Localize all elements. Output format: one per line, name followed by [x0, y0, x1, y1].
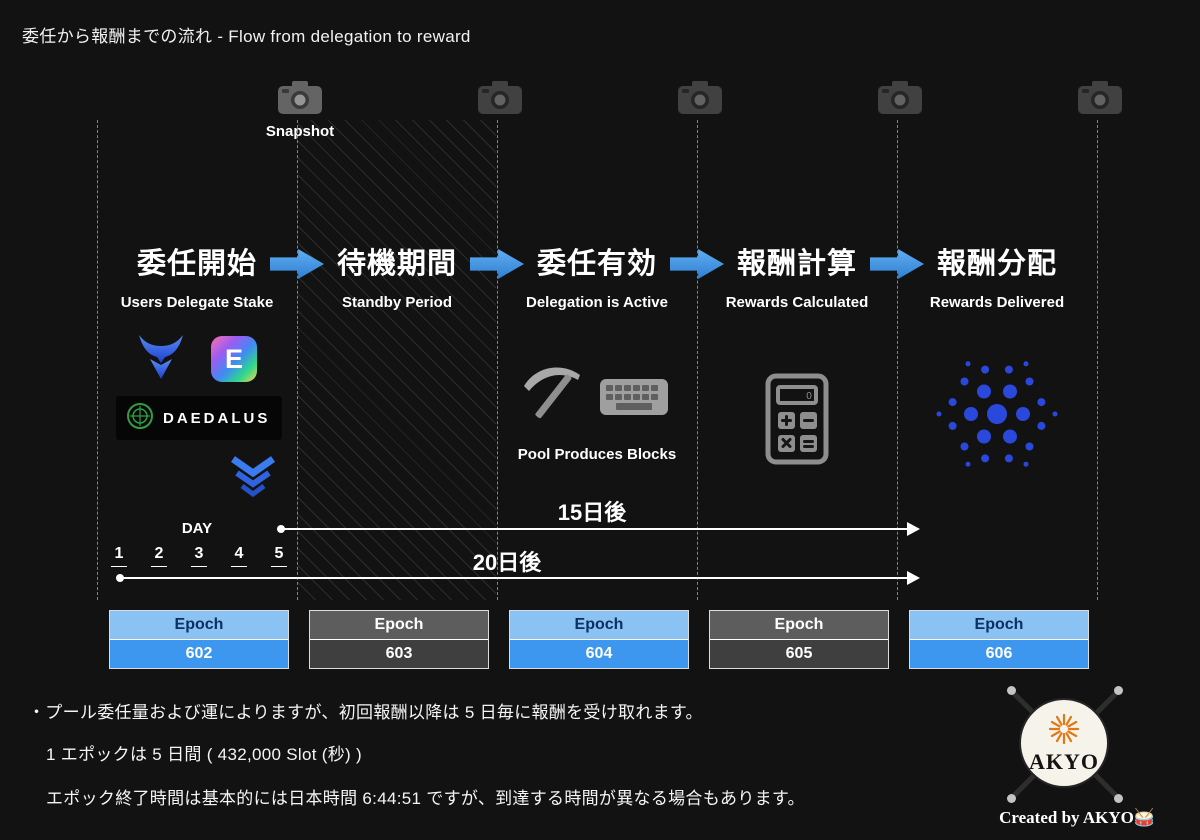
starburst-icon: [1042, 713, 1086, 749]
page-title: 委任から報酬までの流れ - Flow from delegation to re…: [22, 27, 471, 46]
epoch-header: Epoch: [710, 611, 888, 640]
arrow-15-line: [281, 522, 920, 536]
akyo-logo-text: AKYO: [1029, 748, 1099, 774]
stage-subtitle: Delegation is Active: [526, 294, 668, 311]
daedalus-logo-icon: [126, 402, 154, 435]
day-number: 1: [111, 545, 127, 567]
arrow-20-label: 20日後: [472, 550, 542, 575]
chevron-wallet-icon: [227, 451, 279, 503]
calculator-display: 0: [806, 391, 812, 402]
day-number: 4: [231, 545, 247, 567]
gradient-wallet-icon: E: [211, 336, 257, 382]
pool-caption: Pool Produces Blocks: [517, 446, 677, 463]
column-divider-line: [97, 120, 98, 600]
stage-title: 委任開始: [136, 248, 257, 280]
calculator-icon: 0: [765, 373, 829, 465]
keyboard-icon: [598, 373, 670, 419]
epoch-number: 605: [710, 640, 888, 668]
epoch-box: Epoch 606: [909, 610, 1089, 669]
epoch-number: 604: [510, 640, 688, 668]
snapshot-camera-icon: [277, 78, 323, 116]
stage-title: 委任有効: [536, 248, 657, 280]
epoch-box: Epoch 604: [509, 610, 689, 669]
standby-hatch-pattern: [298, 120, 496, 600]
epoch-number: 602: [110, 640, 288, 668]
daedalus-wallet-banner: DAEDALUS: [116, 396, 282, 440]
column-divider-line: [697, 120, 698, 600]
note-line: ・プール委任量および運によりますが、初回報酬以降は 5 日毎に報酬を受け取れます…: [28, 703, 703, 722]
stage-subtitle: Standby Period: [341, 294, 453, 311]
snapshot-label: Snapshot: [265, 123, 335, 140]
arrow-15-label: 15日後: [557, 500, 627, 525]
column-divider-line: [897, 120, 898, 600]
stage-title: 待機期間: [336, 248, 457, 280]
column-divider-line: [1097, 120, 1098, 600]
epoch-header: Epoch: [110, 611, 288, 640]
day-number: 5: [271, 545, 287, 567]
arrow-15-start-dot: [277, 525, 285, 533]
snapshot-camera-icon: [1077, 78, 1123, 116]
drumstick-tip: [1007, 794, 1016, 803]
snapshot-camera-icon: [477, 78, 523, 116]
akyo-logo-circle: AKYO: [1019, 698, 1109, 788]
stage-title: 報酬分配: [936, 248, 1057, 280]
epoch-box: Epoch 602: [109, 610, 289, 669]
column-divider-line: [297, 120, 298, 600]
pickaxe-icon: [518, 358, 588, 428]
epoch-number: 606: [910, 640, 1088, 668]
arrow-20-line: [120, 571, 920, 585]
akyo-logo: AKYO: [1007, 686, 1123, 803]
stage-subtitle: Users Delegate Stake: [120, 294, 274, 311]
note-line: エポック終了時間は基本的には日本時間 6:44:51 ですが、到達する時間が異な…: [46, 789, 805, 808]
note-line: 1 エポックは 5 日間 ( 432,000 Slot (秒) ): [46, 745, 362, 764]
credit-text: Created by AKYO🥁: [999, 808, 1155, 827]
day-number: 2: [151, 545, 167, 567]
daedalus-label: DAEDALUS: [163, 409, 271, 427]
stage-subtitle: Rewards Calculated: [725, 294, 869, 311]
cardano-logo-icon: [935, 352, 1059, 476]
epoch-box: Epoch 603: [309, 610, 489, 669]
snapshot-camera-icon: [877, 78, 923, 116]
stage-subtitle: Rewards Delivered: [929, 294, 1065, 311]
epoch-box: Epoch 605: [709, 610, 889, 669]
epoch-header: Epoch: [310, 611, 488, 640]
snapshot-camera-icon: [677, 78, 723, 116]
day-number: 3: [191, 545, 207, 567]
drumstick-tip: [1114, 794, 1123, 803]
gradient-wallet-letter: E: [224, 343, 243, 374]
epoch-header: Epoch: [510, 611, 688, 640]
epoch-number: 603: [310, 640, 488, 668]
column-divider-line: [497, 120, 498, 600]
day-label: DAY: [181, 520, 213, 537]
drumstick-tip: [1007, 686, 1016, 695]
eternl-bull-wallet-icon: [137, 333, 185, 381]
drumstick-tip: [1114, 686, 1123, 695]
epoch-header: Epoch: [910, 611, 1088, 640]
arrow-20-start-dot: [116, 574, 124, 582]
stage-title: 報酬計算: [736, 248, 857, 280]
